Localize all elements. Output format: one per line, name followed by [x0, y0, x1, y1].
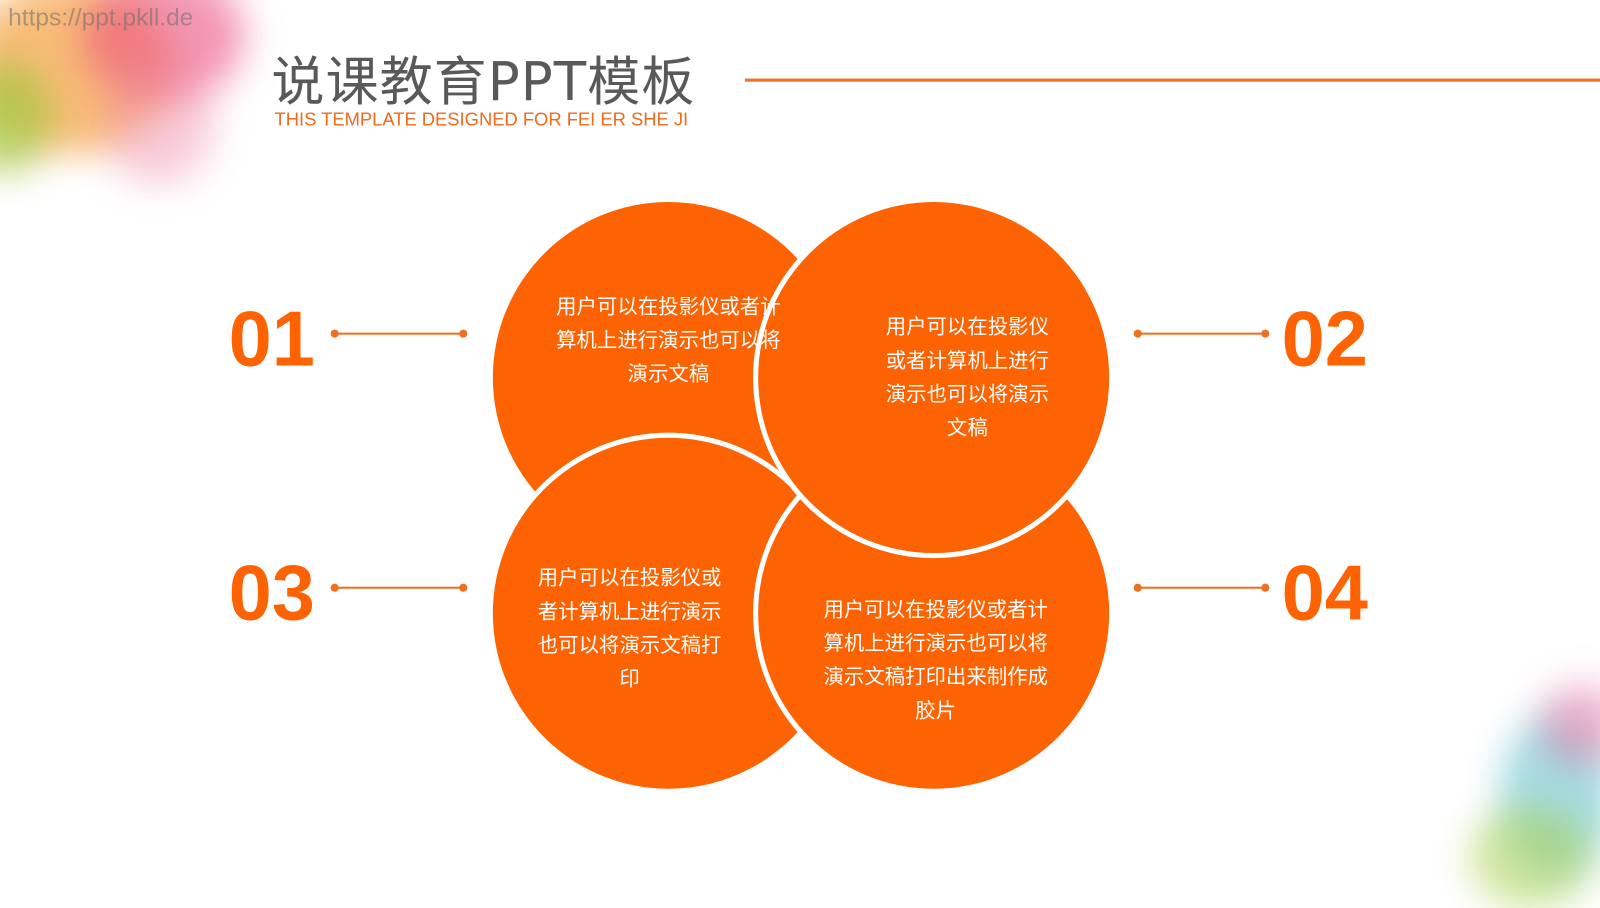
item-1-number: 01 — [228, 295, 315, 383]
item-1-connector — [330, 329, 468, 338]
item-1-text: 用户可以在投影仪或者计算机上进行演示也可以将演示文稿 — [556, 293, 781, 386]
item-2-number: 02 — [1281, 295, 1368, 383]
watermark: https://ppt.pkll.de — [8, 4, 194, 32]
item-4-connector — [1133, 583, 1270, 592]
item-3-connector — [330, 583, 468, 592]
item-3-text: 用户可以在投影仪或者计算机上进行演示也可以将演示文稿打印 — [537, 565, 722, 691]
item-4-text: 用户可以在投影仪或者计算机上进行演示也可以将演示文稿打印出来制作成胶片 — [823, 596, 1048, 723]
page-title: 说课教育PPT模板 — [271, 52, 696, 114]
page-subtitle: THIS TEMPLATE DESIGNED FOR FEI ER SHE JI — [274, 109, 689, 130]
item-2-text: 用户可以在投影仪或者计算机上进行演示也可以将演示文稿 — [885, 314, 1049, 440]
header-divider — [744, 78, 1600, 82]
circle-item-2 — [758, 202, 1110, 554]
item-3-number: 03 — [228, 549, 315, 637]
item-2-connector — [1133, 329, 1270, 338]
item-4-number: 04 — [1281, 549, 1368, 637]
